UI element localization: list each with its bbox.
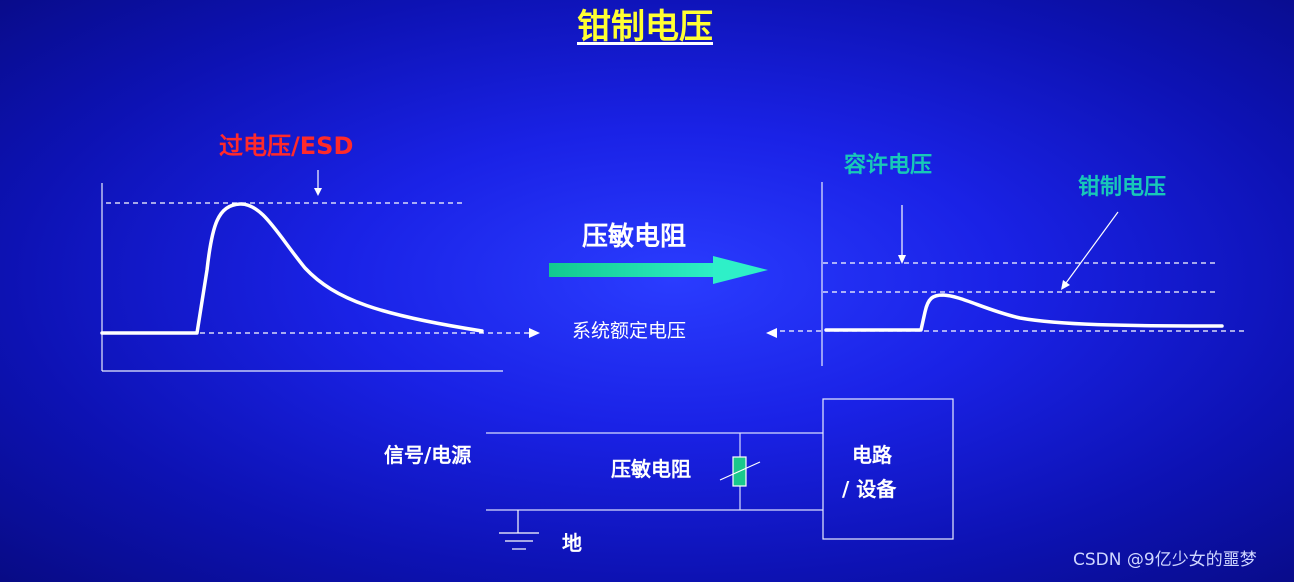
clamped-voltage-curve (824, 293, 1224, 332)
circuit-device-box (822, 398, 954, 540)
rated-voltage-arrow-left (529, 328, 540, 338)
watermark: CSDN @9亿少女的噩梦 (1073, 550, 1257, 570)
overvoltage-surge-curve (100, 202, 484, 335)
overvoltage-label: 过电压/ESD (219, 132, 354, 160)
varistor-arrow-label: 压敏电阻 (582, 222, 687, 252)
ground-symbol (499, 510, 539, 550)
tolerance-voltage-label: 容许电压 (844, 153, 933, 178)
tolerance-pointer-arrow (898, 205, 906, 264)
varistor-transform-arrow (549, 256, 768, 284)
left-chart-axes (101, 183, 503, 372)
overvoltage-pointer-arrow (314, 170, 322, 196)
varistor-symbol (719, 456, 761, 487)
ground-label: 地 (562, 531, 582, 555)
rated-voltage-arrow-right (766, 328, 777, 338)
slide-title: 钳制电压 (577, 7, 713, 47)
clamp-pointer-arrow (1061, 211, 1119, 290)
circuit-varistor-label: 压敏电阻 (611, 457, 691, 481)
right-chart-reference-lines (780, 262, 1245, 332)
left-chart-reference-lines (106, 202, 530, 334)
signal-power-label: 信号/电源 (384, 443, 472, 467)
device-label-line2: / 设备 (842, 477, 897, 501)
device-label-line1: 电路 (852, 443, 892, 467)
rated-voltage-label: 系统额定电压 (572, 320, 687, 342)
clamp-voltage-label: 钳制电压 (1078, 175, 1167, 200)
